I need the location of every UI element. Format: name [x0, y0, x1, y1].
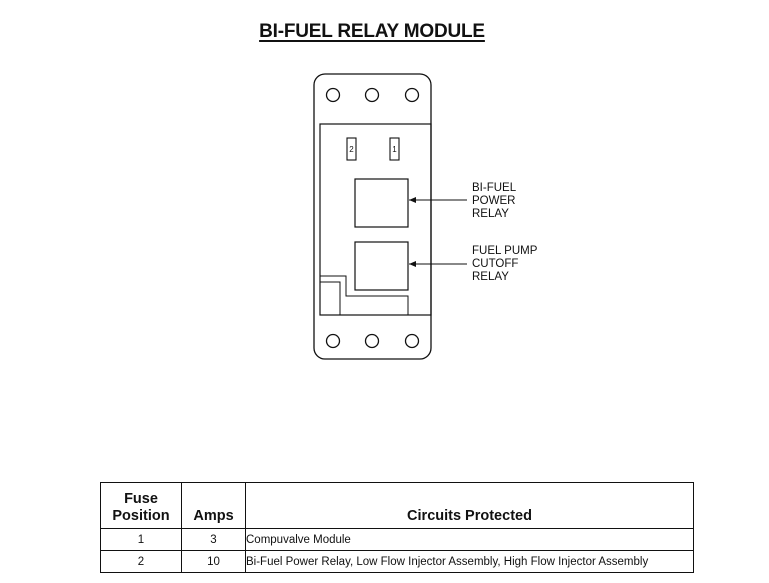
- fuel-pump-label-line-3: RELAY: [472, 271, 509, 283]
- bi-fuel-label-line-1: BI-FUEL: [472, 182, 517, 194]
- mounting-hole-top-left: [325, 87, 341, 103]
- mounting-hole-bottom-center: [364, 333, 380, 349]
- cell-amps: 3: [181, 528, 246, 551]
- fuse-2-label: 2: [349, 145, 354, 154]
- cell-circuits-protected: Compuvalve Module: [245, 528, 694, 551]
- diagram-title: BI-FUEL RELAY MODULE: [0, 21, 744, 43]
- cell-fuse-position: 1: [100, 528, 182, 551]
- wiring-trace-inner: [320, 281, 341, 315]
- header-circuits-protected: Circuits Protected: [245, 482, 694, 529]
- mounting-hole-bottom-left: [325, 333, 341, 349]
- mounting-hole-bottom-right: [404, 333, 420, 349]
- fuel-pump-cutoff-relay-label: FUEL PUMP CUTOFF RELAY: [472, 245, 540, 283]
- fuel-pump-label-line-2: CUTOFF: [472, 258, 518, 270]
- cell-circuits-protected: Bi-Fuel Power Relay, Low Flow Injector A…: [245, 550, 694, 573]
- fuel-pump-label-line-1: FUEL PUMP: [472, 245, 538, 257]
- bi-fuel-label-line-3: RELAY: [472, 208, 509, 220]
- fuse-1: [389, 137, 400, 161]
- module-housing: [313, 73, 432, 360]
- diagram-title-text: BI-FUEL RELAY MODULE: [259, 21, 485, 42]
- header-fuse-position-text: Fuse Position: [112, 491, 170, 524]
- table-row: 1 3 Compuvalve Module: [100, 528, 694, 551]
- mounting-hole-top-right: [404, 87, 420, 103]
- bi-fuel-power-relay-label: BI-FUEL POWER RELAY: [472, 182, 519, 220]
- fuse-table: Fuse Position Amps Circuits Protected 1 …: [100, 482, 694, 573]
- bi-fuel-label-line-2: POWER: [472, 195, 515, 207]
- header-fuse-position: Fuse Position: [100, 482, 182, 529]
- table-row: 2 10 Bi-Fuel Power Relay, Low Flow Injec…: [100, 550, 694, 573]
- fuse-2: [346, 137, 357, 161]
- header-amps: Amps: [181, 482, 246, 529]
- module-inner-panel: [319, 123, 432, 316]
- fuse-1-label: 1: [392, 145, 397, 154]
- fuel-pump-cutoff-relay: [354, 241, 409, 291]
- fuse-table-header-row: Fuse Position Amps Circuits Protected: [100, 482, 694, 529]
- cell-fuse-position: 2: [100, 550, 182, 573]
- wiring-trace-outer: [320, 275, 409, 315]
- mounting-hole-top-center: [364, 87, 380, 103]
- cell-amps: 10: [181, 550, 246, 573]
- bi-fuel-power-relay: [354, 178, 409, 228]
